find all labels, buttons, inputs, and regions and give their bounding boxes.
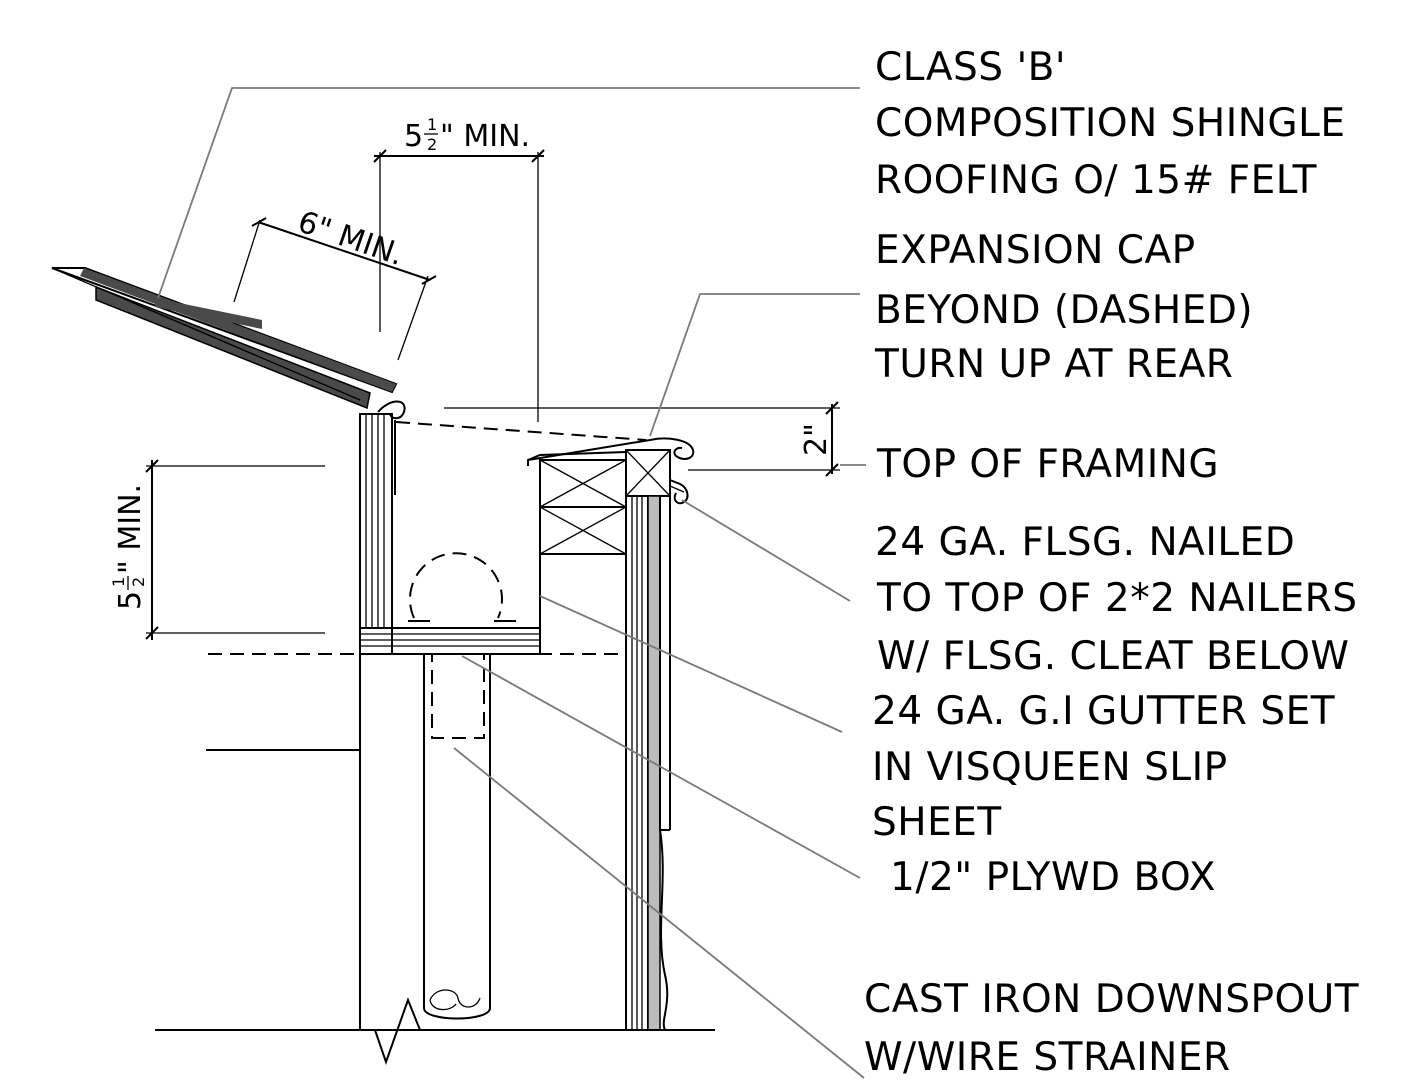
dim-gutter-depth-num: 1 (109, 577, 128, 587)
dim-gutter-depth-whole: 5 (113, 591, 148, 610)
note-line: COMPOSITION SHINGLE (875, 101, 1346, 146)
note-line: W/WIRE STRAINER (864, 1035, 1231, 1080)
note-expansion-cap: EXPANSION CAP BEYOND (DASHED) TURN UP AT… (874, 228, 1253, 387)
dim-gutter-depth-suffix: " MIN. (113, 484, 148, 574)
dim-top-width-den: 2 (427, 135, 437, 154)
dim-shingle-overlap: 6" MIN. (293, 204, 408, 273)
note-gutter: 24 GA. G.I GUTTER SET IN VISQUEEN SLIP S… (872, 689, 1335, 845)
roof-shingles (51, 267, 406, 420)
note-line: CAST IRON DOWNSPOUT (864, 977, 1359, 1022)
leader-plywood-box (461, 655, 861, 879)
note-line: IN VISQUEEN SLIP (872, 745, 1228, 790)
leader-flashing (681, 499, 851, 602)
dim-cap-height: 2" (799, 423, 834, 456)
note-line: CLASS 'B' (875, 45, 1066, 90)
note-downspout: CAST IRON DOWNSPOUT W/WIRE STRAINER (864, 977, 1359, 1080)
note-line: ROOFING O/ 15# FELT (875, 158, 1317, 203)
note-line: 24 GA. FLSG. NAILED (875, 520, 1295, 565)
dimension-gutter-depth: 5 1 2 " MIN. (109, 459, 325, 640)
note-line: TOP OF FRAMING (876, 442, 1219, 487)
dimension-cap-height: 2" (444, 401, 840, 477)
note-line: BEYOND (DASHED) (875, 288, 1253, 333)
note-shingle: CLASS 'B' COMPOSITION SHINGLE ROOFING O/… (875, 45, 1346, 203)
note-line: 24 GA. G.I GUTTER SET (872, 689, 1335, 734)
plywood-box (359, 413, 541, 655)
framing-stud (625, 495, 671, 1031)
dim-top-width-num: 1 (427, 115, 437, 134)
note-line: 1/2" PLYWD BOX (890, 855, 1216, 900)
downspout (408, 552, 516, 1020)
note-line: W/ FLSG. CLEAT BELOW (877, 634, 1350, 679)
dim-top-width-suffix: " MIN. (440, 119, 530, 154)
reference-lines (155, 653, 715, 1066)
dim-top-width-whole: 5 (404, 119, 423, 154)
note-line: EXPANSION CAP (875, 228, 1196, 273)
note-line: SHEET (872, 800, 1002, 845)
dim-gutter-depth-den: 2 (129, 577, 148, 587)
leader-shingle (157, 87, 860, 299)
note-line: TURN UP AT REAR (874, 342, 1233, 387)
leader-lines (157, 87, 866, 1079)
leader-gutter (539, 595, 843, 733)
dimension-top-width: 5 1 2 " MIN. (373, 115, 545, 422)
leader-expansion-cap (649, 293, 860, 437)
leader-downspout (453, 747, 865, 1079)
note-flashing: 24 GA. FLSG. NAILED TO TOP OF 2*2 NAILER… (875, 520, 1357, 679)
note-line: TO TOP OF 2*2 NAILERS (876, 576, 1357, 621)
note-plywood-box: 1/2" PLYWD BOX (890, 855, 1216, 900)
note-top-of-framing: TOP OF FRAMING (876, 442, 1219, 487)
